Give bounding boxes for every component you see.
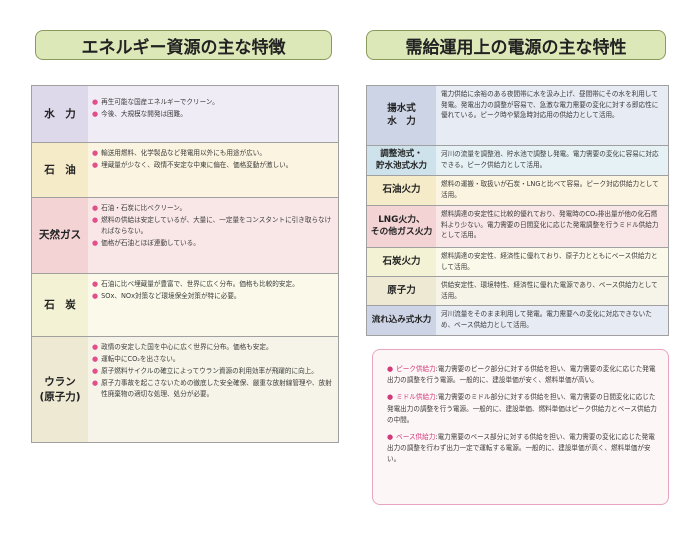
note-peak: ●ピーク供給力:電力需要のピーク部分に対する供給を担い、電力需要の変化に応じた発… xyxy=(387,364,658,386)
source-name: 石炭火力 xyxy=(382,255,421,267)
resource-row-uranium: ウラン (原子力) ●政情の安定した国を中心に広く世界に分布。価格も安定。 ●運… xyxy=(32,337,338,442)
source-row-oil-thermal: 石油火力 燃料の運搬・取扱いが石炭・LNGと比べて容易。ピーク対応供給力として活… xyxy=(367,176,668,206)
bullet-icon: ● xyxy=(92,343,99,351)
source-desc: 燃料の運搬・取扱いが石炭・LNGと比べて容易。ピーク対応供給力として活用。 xyxy=(436,176,668,205)
source-desc: 河川流量をそのまま利用して発電。電力需要への変化に対応できないため、ベース供給力… xyxy=(436,306,668,335)
bullet-icon: ● xyxy=(92,160,99,169)
source-name: LNG火力、 その他ガス火力 xyxy=(370,214,433,237)
bullet-icon: ● xyxy=(92,280,99,288)
source-desc: 燃料調達の安定性、経済性に優れており、原子力とともにベース供給力として活用。 xyxy=(436,248,668,276)
bullet-icon: ● xyxy=(92,98,99,106)
source-desc: 河川の流量を調整池、貯水池で調整し発電。電力需要の変化に容易に対応できる。ピーク… xyxy=(436,146,668,175)
resource-name: 天然ガス xyxy=(39,229,81,242)
bullet-icon: ● xyxy=(387,393,394,402)
note-label: ベース供給力 xyxy=(396,433,436,442)
bullet-icon: ● xyxy=(92,204,99,212)
note-text: :電力需要のベース部分に対する供給を担い、電力需要の変化に応じた発電出力の調整を… xyxy=(387,433,655,464)
bullet-icon: ● xyxy=(92,149,99,157)
source-row-nuclear: 原子力 供給安定性、環境特性、経済性に優れた電源であり、ベース供給力として活用。 xyxy=(367,277,668,306)
resource-name: 水 力 xyxy=(44,107,76,120)
bullet-icon: ● xyxy=(387,365,394,373)
source-name: 調整池式・ 貯水池式水力 xyxy=(375,149,427,171)
source-name: 流れ込み式水力 xyxy=(371,314,432,325)
note-middle: ●ミドル供給力:電力需要のミドル部分に対する供給を担い、電力需要の日間変化に応じ… xyxy=(387,392,658,426)
note-label: ピーク供給力 xyxy=(396,365,436,373)
resource-row-hydro: 水 力 ●再生可能な国産エネルギーでクリーン。 ●今後、大規模な開発は困難。 xyxy=(32,86,338,143)
note-text: :電力需要のミドル部分に対する供給を担い、電力需要の日間変化に応じた発電出力の調… xyxy=(387,393,657,424)
resource-name: 石 油 xyxy=(44,163,76,176)
energy-resources-table: 水 力 ●再生可能な国産エネルギーでクリーン。 ●今後、大規模な開発は困難。 石… xyxy=(31,85,339,443)
note-text: :電力需要のピーク部分に対する供給を担い、電力需要の変化に応じた発電出力の調整を… xyxy=(387,365,656,385)
bullet-icon: ● xyxy=(92,366,99,375)
source-row-pumped-hydro: 揚水式 水 力 電力供給に余裕のある夜間帯に水を汲み上げ、昼間帯にその水を利用し… xyxy=(367,86,668,146)
bullet-icon: ● xyxy=(387,433,394,442)
right-title: 需給運用上の電源の主な特性 xyxy=(366,30,666,60)
bullet-icon: ● xyxy=(92,238,99,247)
power-source-table: 揚水式 水 力 電力供給に余裕のある夜間帯に水を汲み上げ、昼間帯にその水を利用し… xyxy=(366,85,669,336)
left-title: エネルギー資源の主な特徴 xyxy=(35,30,332,60)
resource-row-natural-gas: 天然ガス ●石油・石炭に比べクリーン。 ●燃料の供給は安定しているが、大量に、一… xyxy=(32,198,338,274)
supply-capacity-notes: ●ピーク供給力:電力需要のピーク部分に対する供給を担い、電力需要の変化に応じた発… xyxy=(372,349,669,505)
source-name: 揚水式 水 力 xyxy=(387,102,416,127)
source-name: 原子力 xyxy=(387,284,416,296)
source-row-lng-thermal: LNG火力、 その他ガス火力 燃料調達の安定性に比較的優れており、発電時のCO₂… xyxy=(367,206,668,248)
source-row-run-of-river: 流れ込み式水力 河川流量をそのまま利用して発電。電力需要への変化に対応できないた… xyxy=(367,306,668,335)
note-label: ミドル供給力 xyxy=(396,393,436,402)
note-base: ●ベース供給力:電力需要のベース部分に対する供給を担い、電力需要の変化に応じた発… xyxy=(387,432,658,466)
resource-row-coal: 石 炭 ●石油に比べ埋蔵量が豊富で、世界に広く分布。価格も比較的安定。 ●SOx… xyxy=(32,274,338,337)
bullet-icon: ● xyxy=(92,215,99,224)
source-row-coal-thermal: 石炭火力 燃料調達の安定性、経済性に優れており、原子力とともにベース供給力として… xyxy=(367,248,668,277)
bullet-icon: ● xyxy=(92,354,99,363)
source-desc: 燃料調達の安定性に比較的優れており、発電時のCO₂排出量が他の化石燃料より少ない… xyxy=(436,206,668,247)
resource-name: 石 炭 xyxy=(44,298,76,311)
bullet-icon: ● xyxy=(92,378,99,387)
source-desc: 供給安定性、環境特性、経済性に優れた電源であり、ベース供給力として活用。 xyxy=(436,277,668,305)
bullet-icon: ● xyxy=(92,291,99,300)
source-name: 石油火力 xyxy=(382,184,421,196)
source-desc: 電力供給に余裕のある夜間帯に水を汲み上げ、昼間帯にその水を利用して発電。発電出力… xyxy=(436,86,668,145)
resource-name: ウラン (原子力) xyxy=(39,376,81,403)
source-row-reservoir-hydro: 調整池式・ 貯水池式水力 河川の流量を調整池、貯水池で調整し発電。電力需要の変化… xyxy=(367,146,668,176)
resource-row-oil: 石 油 ●輸送用燃料、化学製品など発電用以外にも用途が広い。 ●埋蔵量が少なく、… xyxy=(32,143,338,198)
bullet-icon: ● xyxy=(92,109,99,118)
